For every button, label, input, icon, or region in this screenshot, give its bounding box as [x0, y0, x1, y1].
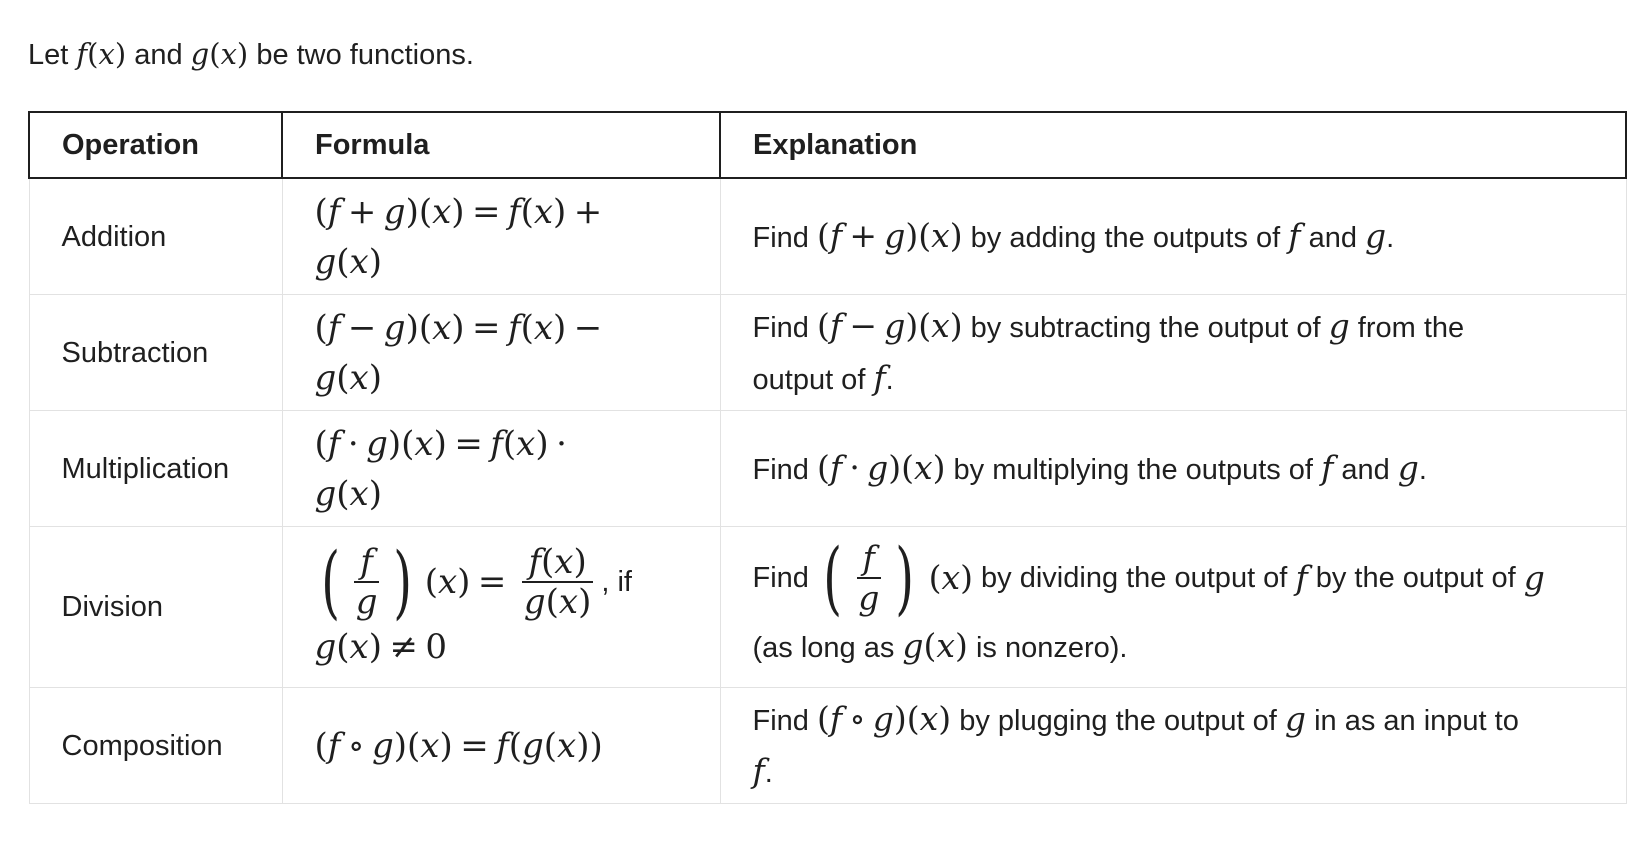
table-row-composition: Composition (f∘g)(x)=f(g(x)) Find (f∘g)(…: [28, 687, 1627, 804]
intro-sentence: Let f(x) and g(x) be two functions.: [28, 30, 474, 79]
formula-cell: (f·g)(x)=f(x)·g(x): [281, 410, 721, 527]
table-row-multiplication: Multiplication (f·g)(x)=f(x)·g(x) Find (…: [28, 410, 1627, 527]
subtraction-formula: (f−g)(x)=f(x)−g(x): [314, 307, 603, 398]
intro-let: Let: [28, 39, 69, 71]
formula-cell: (f∘g)(x)=f(g(x)): [281, 687, 721, 804]
header-explanation: Explanation: [719, 111, 1627, 179]
explanation-cell: Find (f·g)(x) by multiplying the outputs…: [719, 410, 1627, 527]
intro-rest: be two functions.: [256, 39, 474, 71]
header-operation: Operation: [28, 111, 283, 179]
addition-formula: (f+g)(x)=f(x)+g(x): [314, 191, 603, 282]
table-row-subtraction: Subtraction (f−g)(x)=f(x)−g(x) Find (f−g…: [28, 294, 1627, 411]
multiplication-formula: (f·g)(x)=f(x)·g(x): [314, 423, 567, 514]
operation-cell: Addition: [28, 177, 283, 295]
operation-cell: Division: [28, 526, 283, 688]
operation-cell: Composition: [28, 687, 283, 804]
table-row-addition: Addition (f+g)(x)=f(x)+g(x) Find (f+g)(x…: [28, 177, 1627, 295]
composition-formula: (f∘g)(x)=f(g(x)): [314, 725, 603, 766]
intro-and: and: [134, 39, 183, 71]
table-header-row: Operation Formula Explanation: [28, 111, 1627, 179]
operation-cell: Subtraction: [28, 294, 283, 411]
intro-f-expression: f(x): [76, 37, 127, 71]
formula-cell: (f+g)(x)=f(x)+g(x): [281, 177, 721, 295]
header-formula: Formula: [281, 111, 721, 179]
formula-cell: (f−g)(x)=f(x)−g(x): [281, 294, 721, 411]
intro-g-expression: g(x): [190, 37, 249, 71]
explanation-cell: Find (f+g)(x) by adding the outputs of f…: [719, 177, 1627, 295]
explanation-cell: Find (f−g)(x) by subtracting the output …: [719, 294, 1627, 411]
explanation-cell: Find (f∘g)(x) by plugging the output of …: [719, 687, 1627, 804]
function-operations-table: Operation Formula Explanation Addition (…: [28, 111, 1627, 804]
operation-cell: Multiplication: [28, 410, 283, 527]
